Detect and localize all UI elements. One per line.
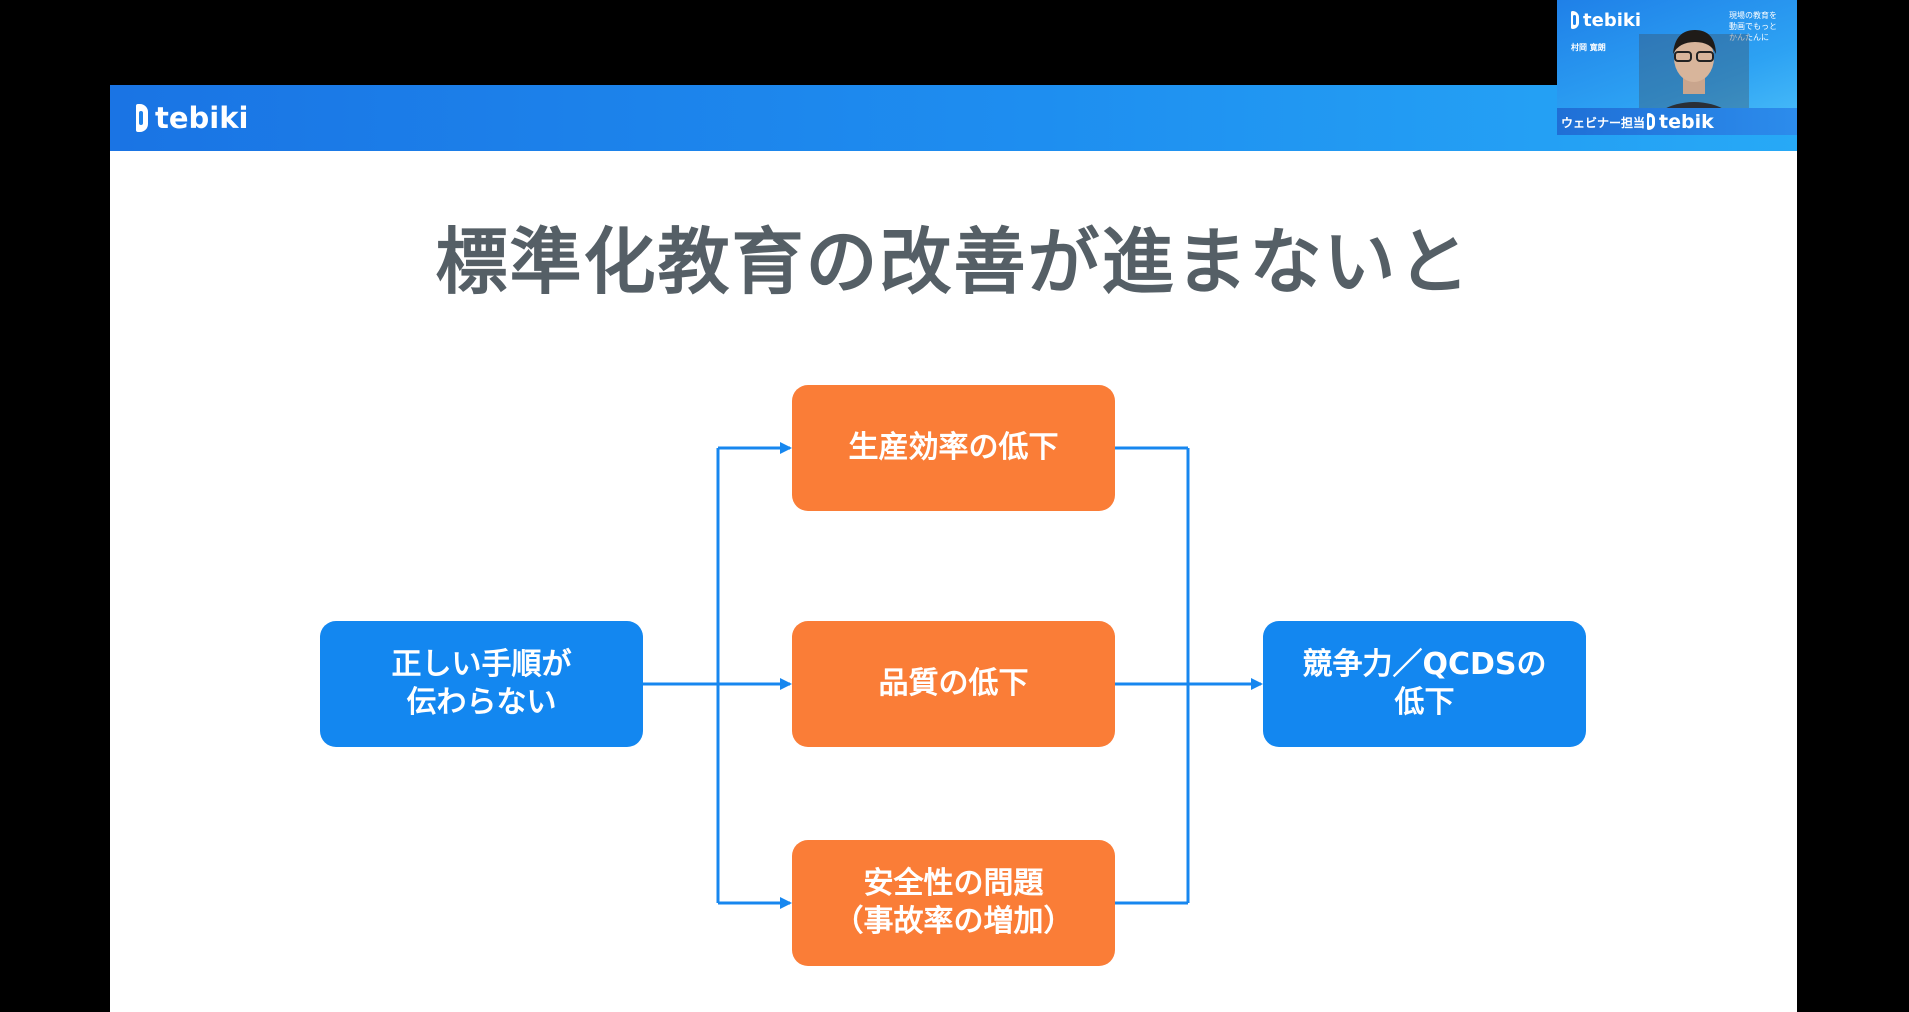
flow-box-cause: 正しい手順が 伝わらない	[320, 621, 643, 747]
slide-header-bar: tebiki	[110, 85, 1797, 151]
webcam-caption-bar: ウェビナー担当 tebik	[1557, 108, 1797, 135]
presenter-name: 村岡 寛朗	[1571, 43, 1606, 52]
presentation-slide: tebiki 標準化教育の改善が進まないと 正しい手順が 伝わらない 生	[110, 85, 1797, 1012]
webcam-bottom-logo: tebik	[1647, 108, 1714, 135]
webcam-bottom-logo-icon	[1647, 113, 1655, 130]
tebiki-logo-icon	[136, 104, 148, 132]
flow-box-result: 競争力／QCDSの 低下	[1263, 621, 1586, 747]
presenter-role: ウェビナー担当	[1561, 116, 1646, 130]
header-brand-text: tebiki	[155, 101, 249, 135]
tebiki-logo: tebiki	[136, 99, 248, 137]
webcam-logo-icon	[1571, 11, 1579, 29]
flow-box-quality-decline: 品質の低下	[792, 621, 1115, 747]
slide-title: 標準化教育の改善が進まないと	[435, 220, 1472, 304]
flow-connectors	[643, 442, 1263, 909]
webcam-tagline: 現場の教育を 動画でもっと かんたんに	[1729, 11, 1777, 42]
flow-box-efficiency-decline: 生産効率の低下	[792, 385, 1115, 511]
webcam-overlay: tebiki 現場の教育を 動画でもっと かんたんに 村岡 寛朗 ウェビナー担当…	[1557, 0, 1797, 135]
webcam-tebiki-logo: tebiki	[1571, 7, 1641, 33]
webcam-brand-text: tebiki	[1583, 9, 1642, 31]
webcam-bottom-brand-text: tebik	[1659, 110, 1714, 133]
flow-box-safety-issue: 安全性の問題 （事故率の増加）	[792, 840, 1115, 966]
